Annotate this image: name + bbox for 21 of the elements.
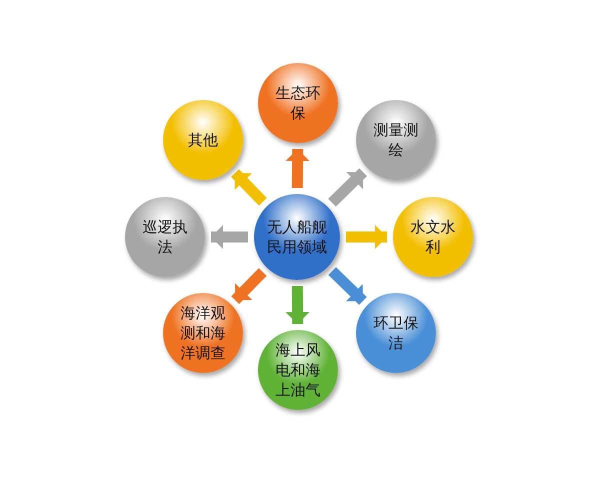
block-arrow: [231, 268, 267, 304]
node-label: 海上风电和海上油气: [274, 340, 322, 400]
node-label: 巡逻执法: [142, 216, 188, 258]
node-label: 测量测绘: [372, 120, 420, 160]
sphere-node: [356, 293, 436, 373]
node-label: 海洋观测和海洋调查: [180, 302, 226, 364]
block-arrow: [286, 148, 310, 188]
block-arrow: [346, 225, 387, 249]
sphere-node: [163, 293, 243, 373]
node-label: 水文水利: [410, 216, 456, 258]
node-label: 无人船舰民用领域: [266, 216, 328, 258]
node-label: 生态环保: [274, 82, 322, 124]
node-label: 环卫保洁: [372, 312, 420, 354]
block-arrow: [328, 267, 367, 305]
block-arrow: [328, 168, 367, 207]
block-arrow: [286, 286, 310, 324]
block-arrow: [211, 225, 248, 249]
node-label: 其他: [187, 130, 219, 150]
block-arrow: [231, 169, 267, 206]
sphere-node: [254, 194, 340, 280]
sphere-node: [356, 100, 436, 180]
